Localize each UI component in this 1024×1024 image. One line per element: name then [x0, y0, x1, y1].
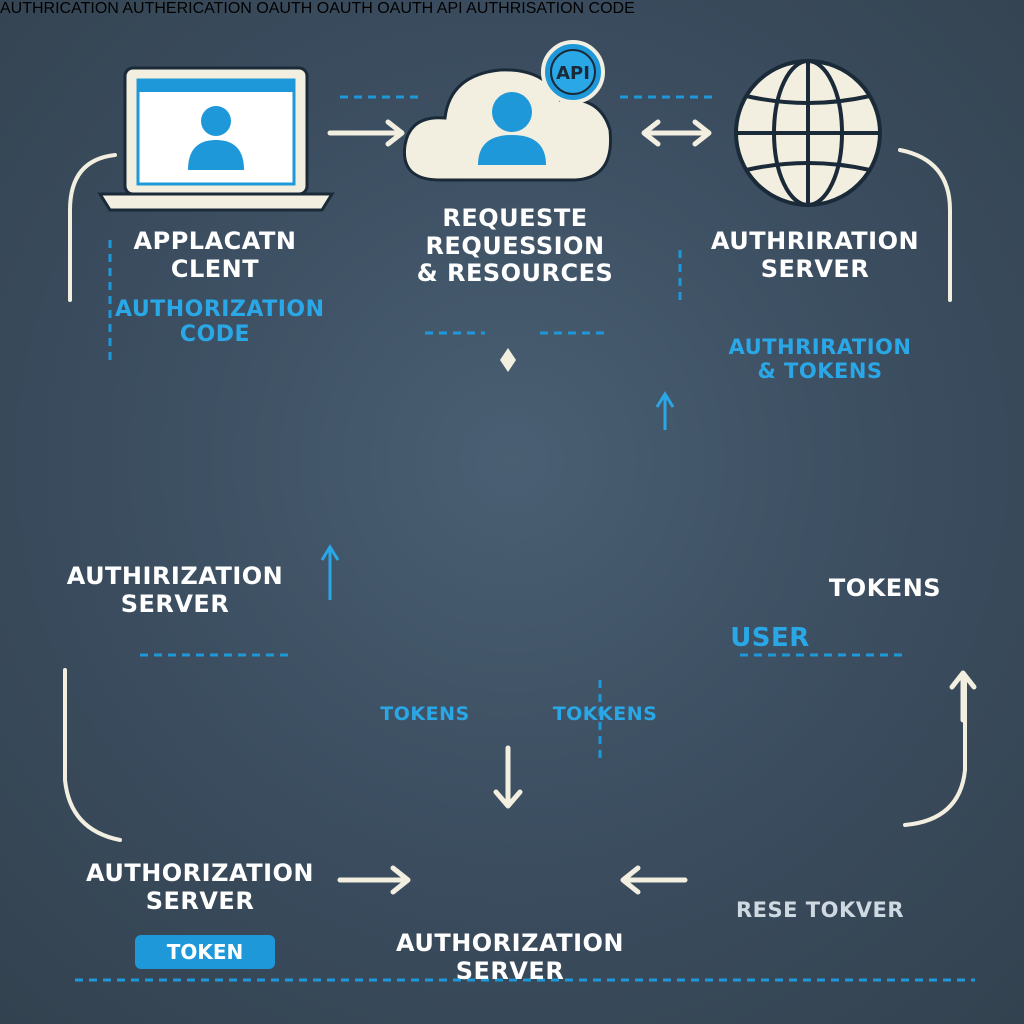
api-box-text: API — [436, 0, 463, 17]
center-top-text: AUTHRICATION — [0, 0, 119, 17]
user-label: USER — [730, 623, 810, 653]
cloud-user-icon — [402, 40, 613, 182]
oauth-left-label: OAUTH — [256, 0, 313, 17]
tokens-right-label: TOKENS — [828, 574, 942, 602]
tokens-mid-right-label: TOKKENS — [552, 703, 658, 725]
center-bottom-text: AUTHERICATION — [122, 0, 252, 17]
card-text-2: CODE — [588, 0, 635, 17]
cloud-api-badge: API — [556, 63, 590, 84]
laptop-user-icon — [97, 66, 335, 212]
progress-pill: AUTHRICATION AUTHERICATION OAUTH OAUTH O… — [0, 0, 941, 984]
auth-tokens-label: AUTHRIRATION& TOKENS — [728, 335, 912, 384]
key-dot-icon: AUTHRICATION AUTHERICATION OAUTH OAUTH O… — [0, 0, 941, 984]
diamond-icon — [500, 348, 516, 372]
rese-tokver-label: RESE TOKVER — [735, 898, 904, 922]
dashed-connectors — [75, 95, 975, 982]
monitor-screen-text: OAUTH — [377, 0, 434, 17]
globe-icon — [734, 59, 882, 207]
arrows — [327, 119, 977, 895]
token-pill: TOKEN — [135, 935, 275, 969]
connector-lines — [63, 148, 967, 842]
card-text-1: AUTHRISATION — [466, 0, 585, 17]
small-arrows — [320, 391, 675, 600]
tokens-mid-left-label: TOKENS — [380, 703, 470, 725]
oauth-right-label: OAUTH — [316, 0, 373, 17]
